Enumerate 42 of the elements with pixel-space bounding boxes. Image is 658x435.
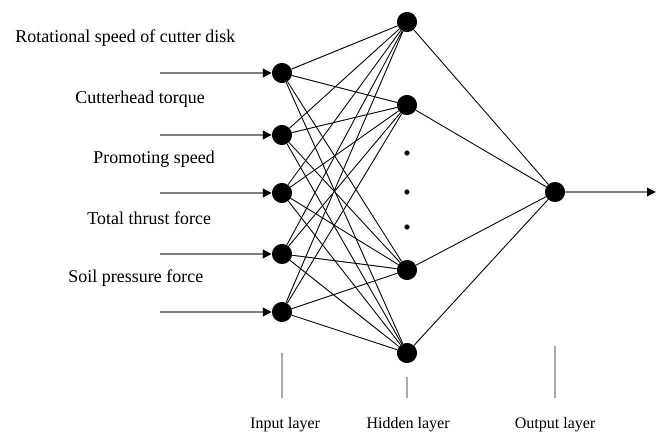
connection-line — [286, 113, 402, 304]
connection-line — [291, 75, 398, 103]
connection-line — [286, 30, 403, 246]
connection-line — [288, 142, 401, 263]
connection-line — [292, 254, 398, 270]
neuron-circle — [272, 244, 292, 264]
connection-line — [416, 196, 546, 266]
connection-line — [291, 272, 398, 310]
input-label: Cutterhead torque — [76, 90, 204, 107]
connection-line — [413, 29, 549, 185]
neuron-circle — [272, 183, 292, 203]
neuron-circle — [545, 182, 565, 202]
neuron-circle — [397, 95, 417, 115]
connection-line — [286, 143, 402, 345]
input-label: Promoting speed — [94, 150, 214, 167]
connection-line — [415, 110, 547, 188]
connection-line — [290, 25, 398, 70]
neuron-circle — [272, 124, 292, 145]
connection-line — [286, 30, 404, 304]
connection-line — [289, 28, 400, 129]
input-label: Total thrust force — [88, 211, 210, 224]
neuron-circle — [272, 63, 292, 83]
neuron-circle — [397, 342, 417, 363]
connection-line — [288, 30, 402, 186]
neuron-circle — [397, 260, 417, 280]
neuron-circle — [397, 12, 417, 32]
connection-line — [290, 198, 399, 266]
layer-label: Input layer — [250, 416, 320, 432]
layer-label: Hidden layer — [366, 416, 450, 432]
connection-line — [290, 110, 400, 188]
input-label: Rotational speed of cutter disk — [16, 29, 236, 46]
neuron-circle — [272, 302, 292, 322]
connection-line — [286, 82, 404, 344]
connection-line — [291, 314, 398, 350]
connection-line — [288, 112, 401, 247]
layer-label: Output layer — [515, 416, 596, 432]
connection-line — [291, 106, 398, 134]
connection-line — [290, 260, 400, 348]
connection-line — [288, 200, 402, 346]
connection-line — [413, 199, 549, 346]
connection-line — [286, 81, 402, 262]
input-label: Soil pressure force — [69, 269, 203, 286]
